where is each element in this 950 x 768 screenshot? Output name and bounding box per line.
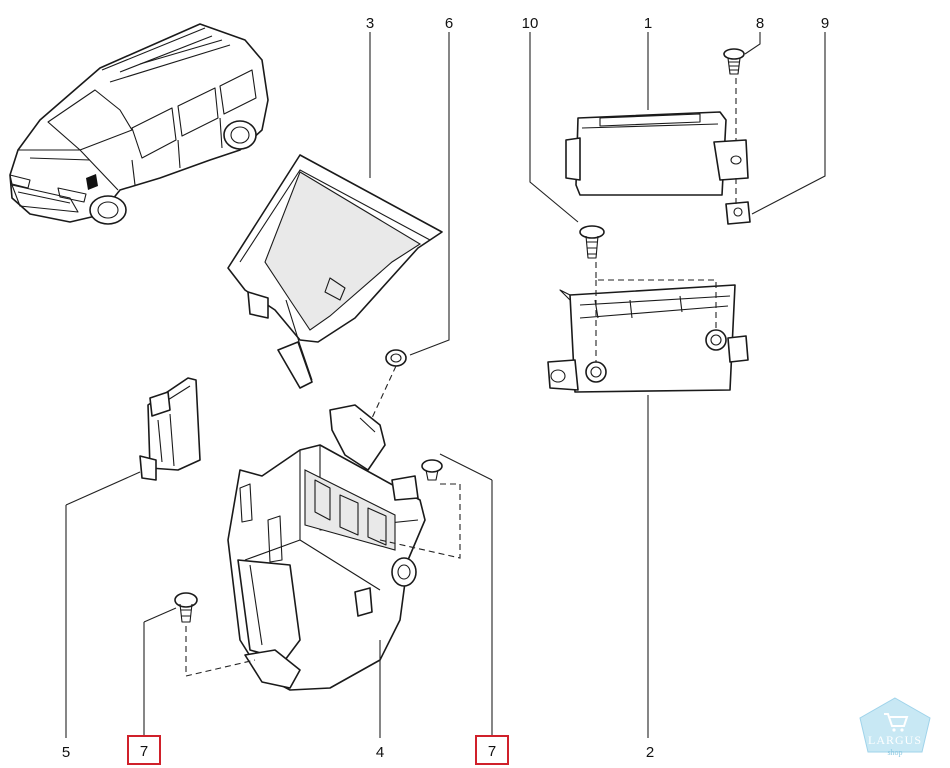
- fastener-nut-6: [385, 349, 407, 367]
- highlight-box-7-right: [475, 735, 509, 765]
- callout-4: 4: [376, 744, 384, 761]
- callout-7-right: 7: [488, 743, 496, 760]
- part-cover: [227, 154, 443, 389]
- watermark-brand: LARGUS: [868, 733, 922, 747]
- callout-2: 2: [646, 744, 654, 761]
- fastener-bolt-7-right: [421, 459, 443, 481]
- assembly-dashed-lines: [185, 78, 737, 677]
- part-holder: [227, 404, 426, 691]
- callout-8: 8: [756, 15, 764, 32]
- watermark-sub: shop: [887, 748, 902, 757]
- fastener-screw-10: [579, 225, 605, 259]
- leader-lines: [65, 32, 826, 738]
- part-support: [547, 284, 749, 393]
- cart-icon: [884, 713, 909, 727]
- watermark-logo: LARGUS shop: [859, 697, 931, 757]
- callout-3: 3: [366, 15, 374, 32]
- fastener-screw-8: [723, 48, 745, 75]
- fastener-clip-9: [725, 201, 751, 225]
- vehicle-illustration: [9, 23, 269, 225]
- callout-6: 6: [445, 15, 453, 32]
- callout-10: 10: [522, 15, 539, 32]
- highlight-box-7-left: [127, 735, 161, 765]
- callout-9: 9: [821, 15, 829, 32]
- callout-labels: 3 6 10 1 8 9 5 4 2 7 7: [62, 15, 829, 765]
- fastener-bolt-7-left: [174, 592, 198, 623]
- callout-5: 5: [62, 744, 70, 761]
- callout-7-left: 7: [140, 743, 148, 760]
- part-bracket: [139, 377, 201, 481]
- callout-1: 1: [644, 15, 652, 32]
- part-module: [565, 111, 749, 196]
